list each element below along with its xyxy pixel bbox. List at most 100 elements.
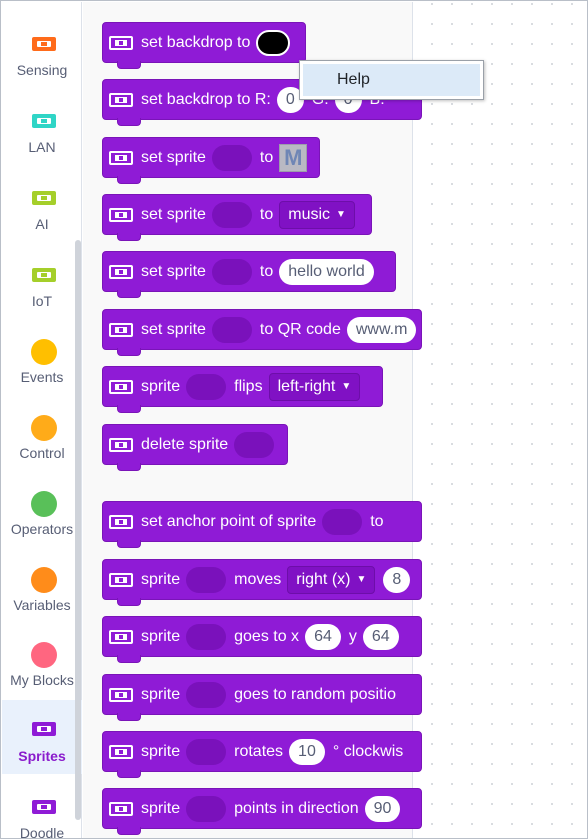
rotate-degrees-input[interactable]: 10 bbox=[289, 738, 325, 765]
move-axis-dropdown[interactable]: right (x) ▼ bbox=[287, 565, 376, 594]
y-input[interactable]: 64 bbox=[362, 623, 399, 650]
category-variables[interactable]: Variables bbox=[2, 564, 82, 638]
block-text: sprite bbox=[141, 377, 181, 395]
block-set-backdrop-color[interactable]: set backdrop to bbox=[102, 22, 306, 69]
block-text: ° clockwis bbox=[332, 742, 404, 760]
category-sprites[interactable]: Sprites bbox=[2, 700, 82, 774]
category-iot[interactable]: IoT bbox=[2, 260, 82, 334]
sprite-slot[interactable] bbox=[186, 795, 227, 822]
caret-down-icon: ▼ bbox=[356, 574, 367, 585]
block-set-sprite-costume[interactable]: set sprite to M bbox=[102, 137, 320, 184]
category-label: Events bbox=[20, 369, 64, 385]
dropdown-value: right (x) bbox=[296, 570, 351, 588]
block-text: sprite bbox=[141, 627, 181, 645]
block-text: sprite bbox=[141, 799, 181, 817]
sprite-slot[interactable] bbox=[186, 373, 227, 400]
script-workspace[interactable] bbox=[414, 2, 587, 838]
block-text: to bbox=[259, 148, 274, 166]
category-control[interactable]: Control bbox=[2, 412, 82, 486]
category-label: Control bbox=[19, 445, 65, 461]
block-text: to bbox=[259, 262, 274, 280]
music-dropdown[interactable]: music▼ bbox=[279, 200, 355, 229]
variables-icon bbox=[31, 567, 57, 593]
context-menu-help[interactable]: Help bbox=[303, 64, 480, 96]
block-sprite-goes-to-xy[interactable]: sprite goes to x 64 y 64 bbox=[102, 616, 422, 663]
sprite-slot[interactable] bbox=[186, 566, 227, 593]
block-sprite-random-position[interactable]: sprite goes to random positio bbox=[102, 674, 422, 721]
x-input[interactable]: 64 bbox=[305, 623, 341, 650]
block-text: rotates bbox=[234, 742, 284, 760]
color-picker-input[interactable] bbox=[256, 29, 291, 56]
sprite-block-icon bbox=[109, 207, 133, 222]
sprite-slot[interactable] bbox=[186, 738, 227, 765]
block-set-sprite-qr-code[interactable]: set sprite to QR code www.m bbox=[102, 309, 422, 356]
category-label: LAN bbox=[28, 139, 56, 155]
sprite-block-icon bbox=[109, 35, 133, 50]
block-text: set sprite bbox=[141, 148, 206, 166]
category-label: Operators bbox=[10, 521, 74, 537]
direction-input[interactable]: 90 bbox=[364, 795, 401, 822]
text-input[interactable]: hello world bbox=[279, 258, 374, 285]
category-events[interactable]: Events bbox=[2, 336, 82, 410]
costume-picker[interactable]: M bbox=[279, 143, 308, 172]
sidebar-scrollbar[interactable] bbox=[75, 240, 81, 820]
sprite-slot[interactable] bbox=[186, 681, 227, 708]
category-label: Sensing bbox=[16, 62, 68, 78]
sprite-block-icon bbox=[109, 92, 133, 107]
category-my-blocks[interactable]: My Blocks bbox=[2, 639, 82, 713]
category-sensing[interactable]: Sensing bbox=[2, 29, 82, 103]
category-lan[interactable]: LAN bbox=[2, 106, 82, 180]
block-sprite-moves[interactable]: sprite moves right (x) ▼ 8 bbox=[102, 559, 422, 606]
block-set-sprite-text[interactable]: set sprite to hello world bbox=[102, 251, 396, 298]
sprite-block-icon bbox=[109, 150, 133, 165]
sprites-icon bbox=[32, 722, 56, 736]
context-menu: Help bbox=[299, 60, 484, 100]
sprite-slot[interactable] bbox=[211, 201, 252, 228]
block-text: goes to x bbox=[234, 627, 300, 645]
block-sprite-rotates[interactable]: sprite rotates 10 ° clockwis bbox=[102, 731, 422, 778]
sprite-block-icon bbox=[109, 264, 133, 279]
sprite-slot[interactable] bbox=[211, 258, 252, 285]
sprite-block-icon bbox=[109, 322, 133, 337]
category-label: Doodle bbox=[19, 825, 65, 839]
block-text: to bbox=[370, 512, 384, 530]
sprite-slot[interactable] bbox=[322, 508, 363, 535]
move-amount-input[interactable]: 8 bbox=[383, 566, 411, 593]
block-text: set backdrop to bbox=[141, 33, 251, 51]
block-text: y bbox=[348, 627, 357, 645]
block-text: sprite bbox=[141, 570, 181, 588]
block-sprite-points-in-direction[interactable]: sprite points in direction 90 bbox=[102, 788, 422, 835]
block-text: to QR code bbox=[259, 320, 341, 338]
category-ai[interactable]: AI bbox=[2, 183, 82, 257]
sensing-icon bbox=[32, 37, 56, 51]
qr-url-input[interactable]: www.m bbox=[346, 316, 417, 343]
operators-icon bbox=[31, 491, 57, 517]
doodle-icon bbox=[32, 800, 56, 814]
block-text: moves bbox=[234, 570, 282, 588]
control-icon bbox=[31, 415, 57, 441]
category-doodle[interactable]: Doodle bbox=[2, 792, 82, 839]
category-sidebar: Sensing LAN AI IoT Events Control Operat… bbox=[2, 2, 82, 839]
sprite-slot[interactable] bbox=[186, 623, 227, 650]
sprite-block-icon bbox=[109, 572, 133, 587]
sprite-slot[interactable] bbox=[211, 144, 252, 171]
category-label: AI bbox=[35, 216, 49, 232]
block-delete-sprite[interactable]: delete sprite bbox=[102, 424, 288, 471]
block-text: set anchor point of sprite bbox=[141, 512, 317, 530]
block-text: sprite bbox=[141, 685, 181, 703]
block-text: set backdrop to R: bbox=[141, 90, 271, 108]
flip-direction-dropdown[interactable]: left-right▼ bbox=[268, 372, 361, 401]
lan-icon bbox=[32, 114, 56, 128]
sprite-block-icon bbox=[109, 687, 133, 702]
block-text: set sprite bbox=[141, 262, 206, 280]
block-set-anchor-point[interactable]: set anchor point of sprite to bbox=[102, 501, 422, 548]
category-label: My Blocks bbox=[10, 672, 74, 688]
dropdown-value: left-right bbox=[277, 377, 336, 395]
category-operators[interactable]: Operators bbox=[2, 488, 82, 562]
block-sprite-flips[interactable]: sprite flips left-right▼ bbox=[102, 366, 383, 413]
block-set-sprite-music[interactable]: set sprite to music▼ bbox=[102, 194, 372, 241]
sprite-slot[interactable] bbox=[234, 431, 275, 458]
block-text: set sprite bbox=[141, 205, 206, 223]
sprite-slot[interactable] bbox=[211, 316, 252, 343]
block-text: sprite bbox=[141, 742, 181, 760]
